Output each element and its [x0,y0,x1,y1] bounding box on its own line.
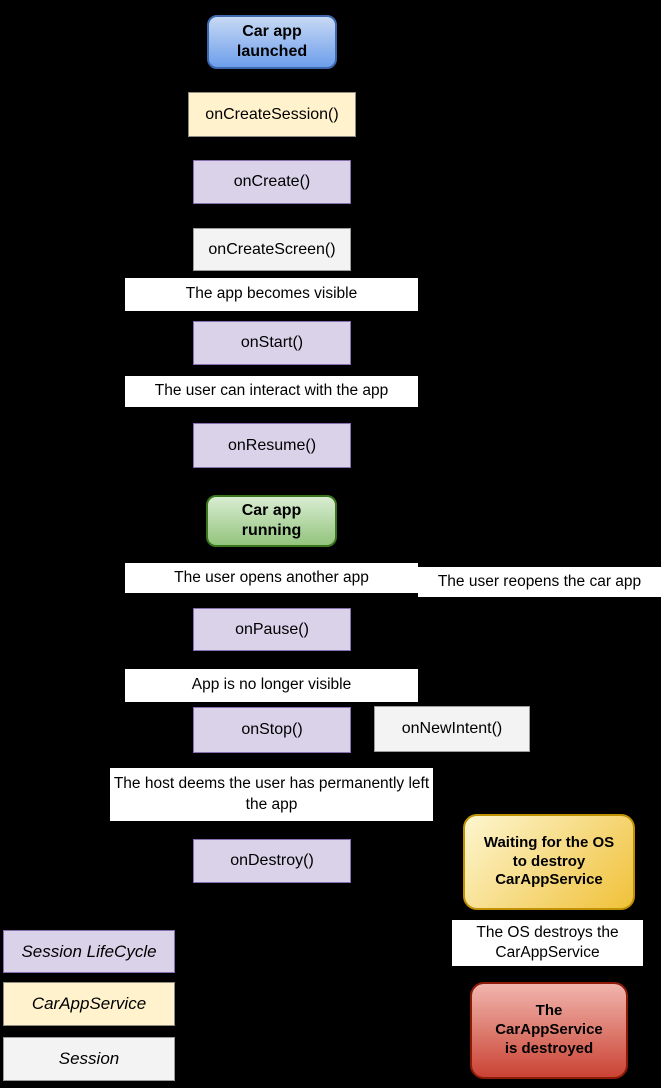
note-host-deems-user-left: The host deems the user has permanently … [110,768,433,821]
note-os-destroys-carappservice: The OS destroys the CarAppService [452,920,643,966]
node-on-create-session: onCreateSession() [188,92,356,137]
legend-item-carappservice: CarAppService [3,982,175,1026]
note-app-no-longer-visible: App is no longer visible [125,669,418,702]
node-car-app-launched: Car app launched [207,15,337,69]
node-on-new-intent: onNewIntent() [374,706,530,752]
node-car-app-running: Car app running [206,495,337,547]
node-on-destroy: onDestroy() [193,839,351,883]
legend-item-session: Session [3,1037,175,1081]
node-carappservice-destroyed: The CarAppService is destroyed [470,982,628,1079]
legend-item-session-lifecycle: Session LifeCycle [3,930,175,973]
node-on-start: onStart() [193,321,351,365]
node-on-resume: onResume() [193,423,351,468]
node-waiting-os-destroy: Waiting for the OS to destroy CarAppServ… [463,814,635,910]
node-on-stop: onStop() [193,707,351,753]
node-on-create: onCreate() [193,160,351,204]
note-user-reopens-car-app: The user reopens the car app [418,567,661,597]
note-app-becomes-visible: The app becomes visible [125,278,418,311]
note-user-opens-another-app: The user opens another app [125,563,418,593]
node-on-pause: onPause() [193,608,351,651]
note-user-can-interact: The user can interact with the app [125,376,418,407]
node-on-create-screen: onCreateScreen() [193,228,351,271]
